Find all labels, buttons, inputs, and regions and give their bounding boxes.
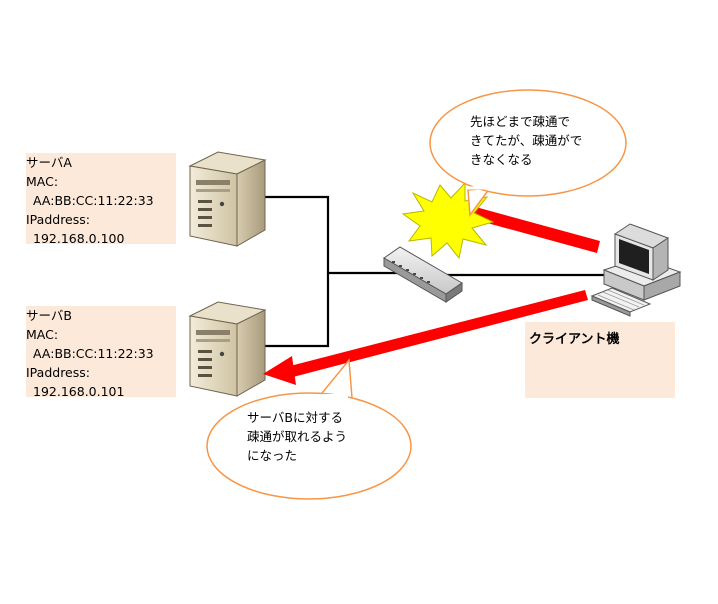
switch-icon: [383, 246, 463, 303]
server-a-icon: [188, 151, 267, 247]
bubble-top-text: 先ほどまで疎通で きてたが、疎通がで きなくなる: [470, 112, 582, 169]
server-b-ip: 192.168.0.101: [33, 384, 125, 399]
server-a-mac: AA:BB:CC:11:22:33: [33, 193, 154, 208]
server-a-ip-label: IPaddress:: [26, 212, 90, 227]
bubble-top-line-3: きなくなる: [470, 152, 533, 167]
speech-bubble-bottom: [206, 358, 412, 500]
bubble-bottom-line-3: になった: [247, 448, 298, 463]
bubble-bottom-line-1: サーバBに対する: [247, 410, 343, 425]
server-a-link: [262, 195, 400, 275]
bubble-bottom-line-2: 疎通が取れるよう: [247, 429, 348, 444]
server-b-info: サーバB MAC: AA:BB:CC:11:22:33 IPaddress: 1…: [26, 306, 176, 399]
broken-link-arrow: [469, 206, 600, 253]
server-b-mac: AA:BB:CC:11:22:33: [33, 346, 154, 361]
server-b-link: [262, 273, 330, 348]
bubble-bottom-text: サーバBに対する 疎通が取れるよう になった: [247, 408, 347, 465]
server-b-ip-label: IPaddress:: [26, 365, 90, 380]
new-link-arrow: [263, 290, 588, 385]
client-info: クライアント機: [525, 322, 675, 398]
server-a-ip: 192.168.0.100: [33, 231, 125, 246]
client-computer-icon: [590, 223, 682, 317]
server-a-info: サーバA MAC: AA:BB:CC:11:22:33 IPaddress: 1…: [26, 153, 176, 246]
server-b-name: サーバB: [26, 308, 72, 323]
client-label: クライアント機: [529, 332, 620, 347]
speech-bubble-top: [429, 89, 627, 218]
bubble-top-line-1: 先ほどまで疎通で: [470, 114, 571, 129]
bubble-top-line-2: きてたが、疎通がで: [470, 133, 583, 148]
server-a-mac-label: MAC:: [26, 174, 59, 189]
network-lines: [262, 195, 610, 348]
server-b-icon: [188, 301, 267, 397]
server-a-name: サーバA: [26, 155, 72, 170]
server-b-mac-label: MAC:: [26, 327, 59, 342]
